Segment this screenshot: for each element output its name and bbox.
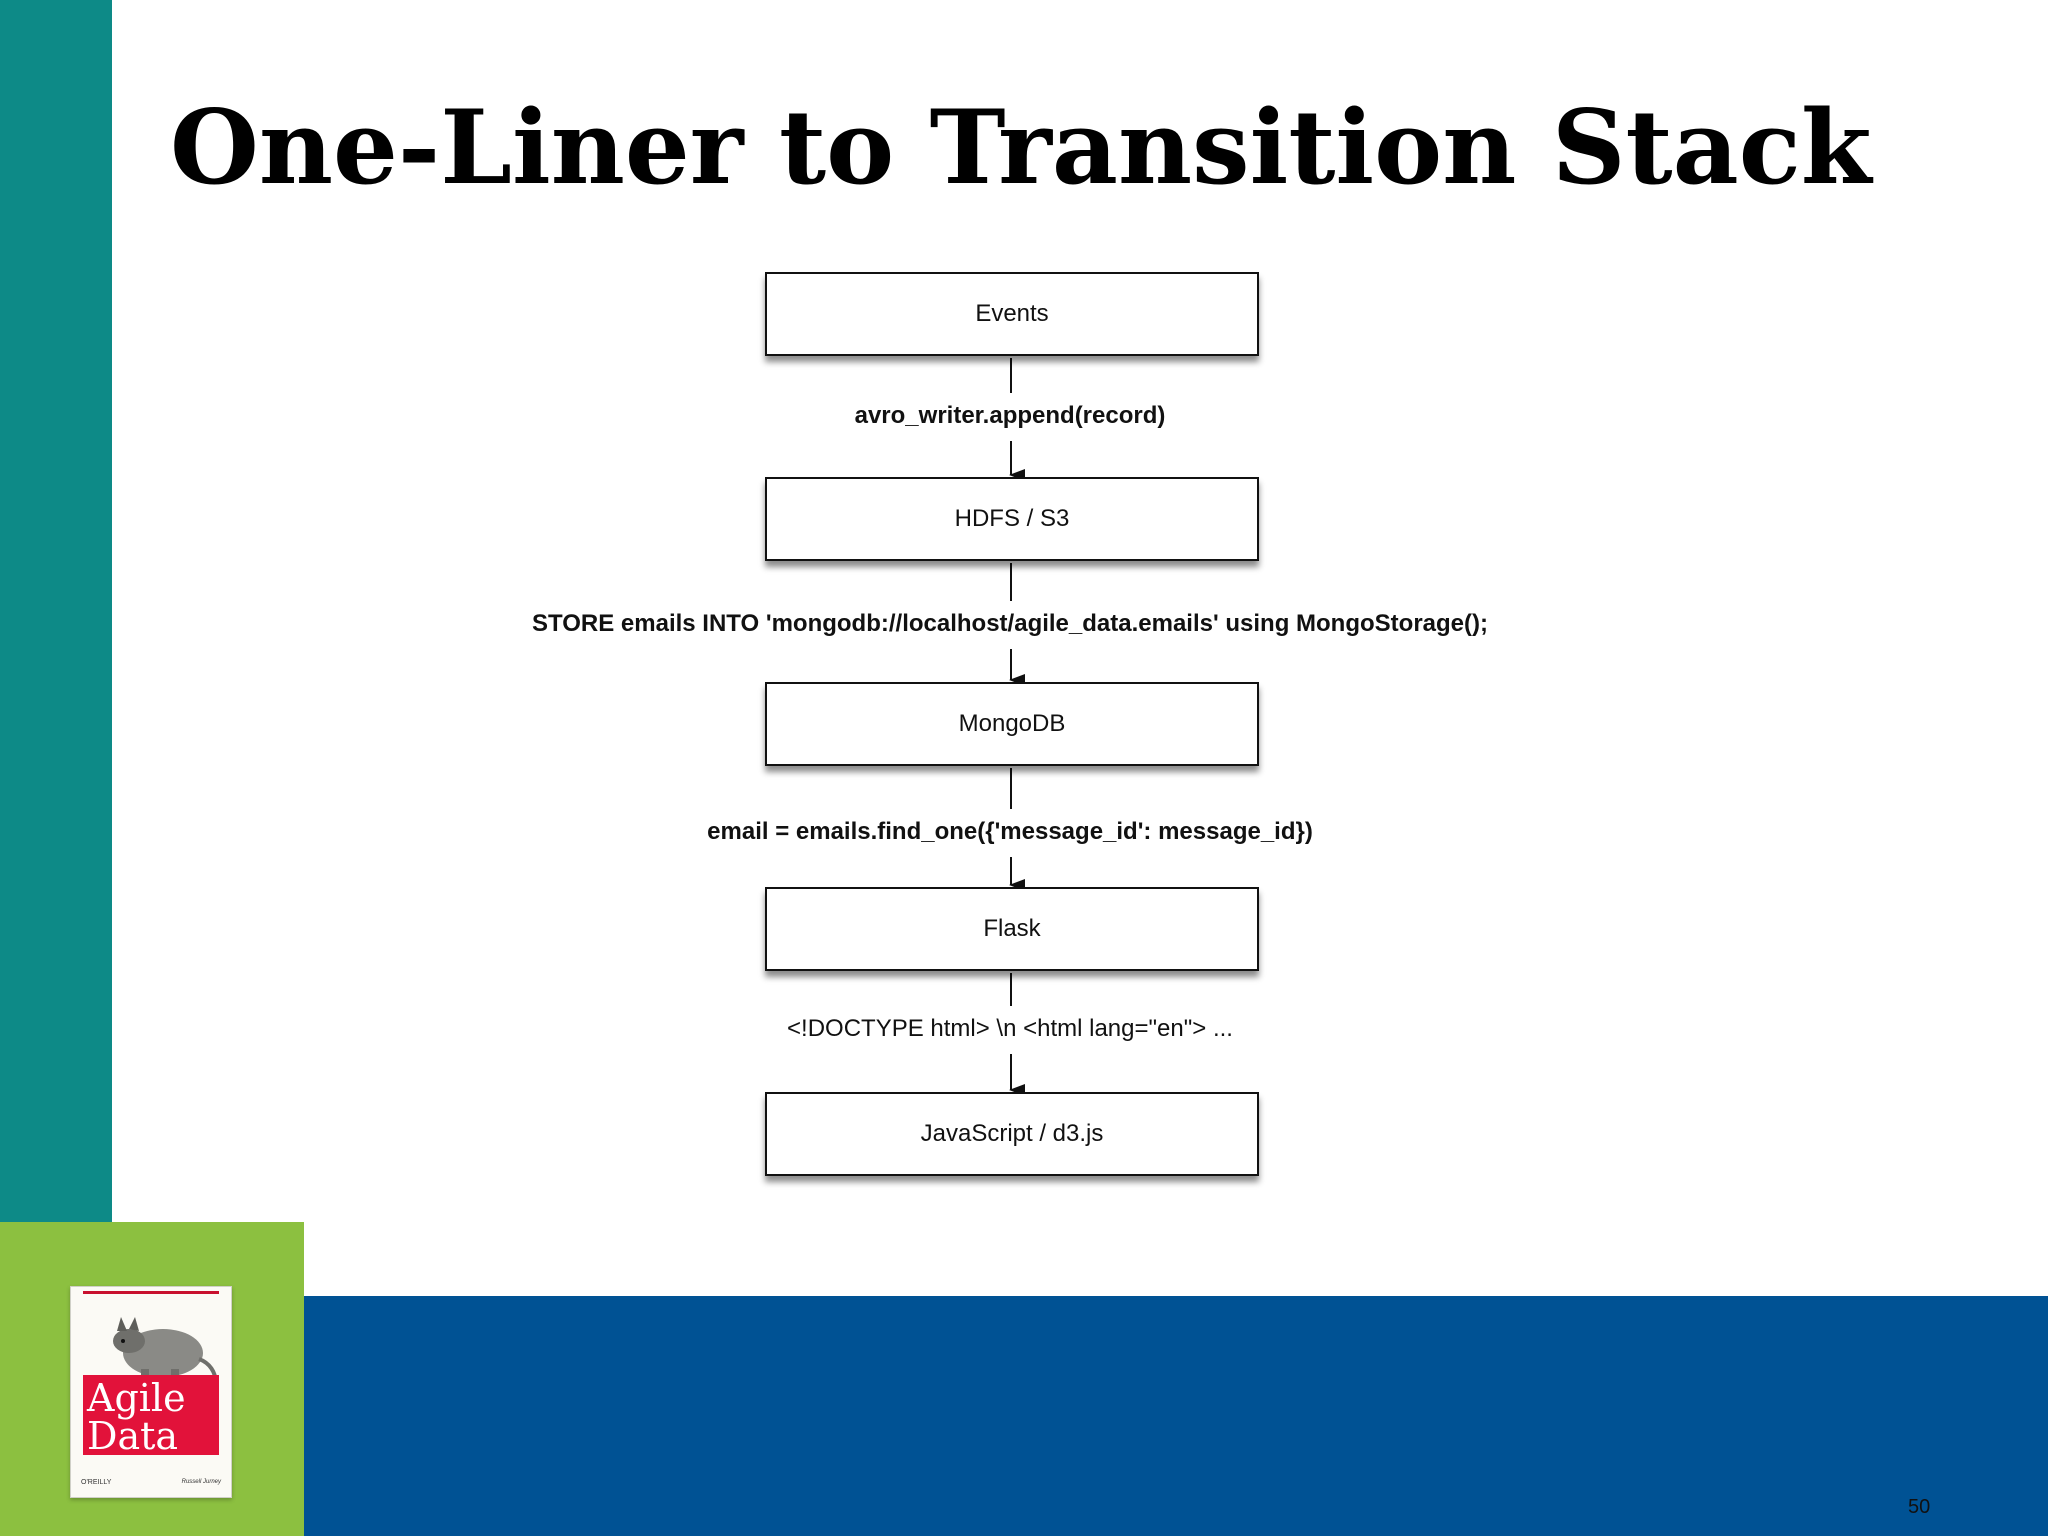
- book-title: Agile Data: [87, 1379, 186, 1455]
- edge-label-events-hdfs: avro_writer.append(record): [854, 402, 1166, 429]
- book-author: Russell Jurney: [181, 1479, 221, 1485]
- node-hdfs: HDFS / S3: [765, 477, 1259, 561]
- edge-label-hdfs-mongodb: STORE emails INTO 'mongodb://localhost/a…: [532, 610, 1488, 637]
- book-title-line1: Agile: [87, 1376, 186, 1420]
- blue-footer-band: [304, 1296, 2048, 1536]
- node-flask: Flask: [765, 887, 1259, 971]
- edge-label-flask-js: <!DOCTYPE html> \n <html lang="en"> ...: [787, 1015, 1233, 1042]
- edge-label-mongodb-flask: email = emails.find_one({'message_id': m…: [707, 818, 1313, 845]
- node-events-label: Events: [975, 300, 1049, 327]
- book-top-rule: [83, 1291, 219, 1294]
- book-title-panel: [83, 1375, 219, 1455]
- book-publisher: O'REILLY: [81, 1479, 112, 1486]
- book-title-line2: Data: [87, 1414, 179, 1458]
- node-events: Events: [765, 272, 1259, 356]
- node-mongodb: MongoDB: [765, 682, 1259, 766]
- node-mongodb-label: MongoDB: [958, 710, 1066, 737]
- agile-data-book-cover: Agile Data O'REILLY Russell Jurney: [70, 1286, 232, 1498]
- teal-side-bar: [0, 0, 112, 1222]
- node-js: JavaScript / d3.js: [765, 1092, 1259, 1176]
- page-number: 50: [1908, 1496, 1931, 1518]
- possum-illustration-icon: [113, 1317, 218, 1408]
- node-js-label: JavaScript / d3.js: [920, 1120, 1104, 1147]
- slide-title: One-Liner to Transition Stack: [170, 88, 1872, 208]
- node-flask-label: Flask: [983, 915, 1041, 942]
- node-hdfs-label: HDFS / S3: [954, 505, 1070, 532]
